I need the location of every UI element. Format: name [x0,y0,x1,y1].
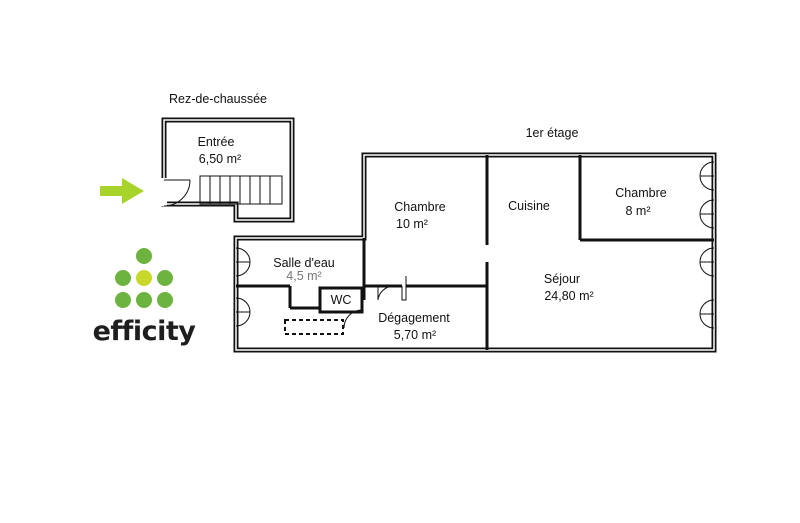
windows-right [699,161,715,329]
efficity-logo: efficity [93,248,197,347]
logo-wordmark: efficity [93,316,197,347]
entrance-door [161,178,191,207]
first-floor-title: 1er étage [526,126,579,140]
room-area-chambre-1: 10 m² [396,217,428,231]
room-area-salle-eau: 4,5 m² [286,269,321,283]
room-name-chambre-2: Chambre [615,186,666,200]
room-area-sejour: 24,80 m² [544,289,593,303]
windows-left [235,247,251,327]
room-name-sejour: Séjour [544,272,580,286]
interior-walls [236,155,714,350]
room-name-cuisine: Cuisine [508,199,550,213]
labels: Rez-de-chaussée 1er étage Entrée 6,50 m²… [169,92,667,342]
entrance-arrow-icon [100,178,144,204]
room-area-entree: 6,50 m² [199,152,241,166]
room-area-degagement: 5,70 m² [394,328,436,342]
staircase [199,175,283,205]
room-area-chambre-2: 8 m² [626,204,651,218]
room-name-salle-eau: Salle d'eau [273,256,335,270]
room-name-wc: WC [331,293,352,307]
ground-floor-title: Rez-de-chaussée [169,92,267,106]
room-name-chambre-1: Chambre [394,200,445,214]
shower-tray [284,319,344,335]
room-name-entree: Entrée [198,135,235,149]
first-floor [233,152,717,353]
room-name-degagement: Dégagement [378,311,450,325]
logo-dots-icon [115,248,173,308]
doors [343,276,407,329]
ground-floor [161,117,295,223]
